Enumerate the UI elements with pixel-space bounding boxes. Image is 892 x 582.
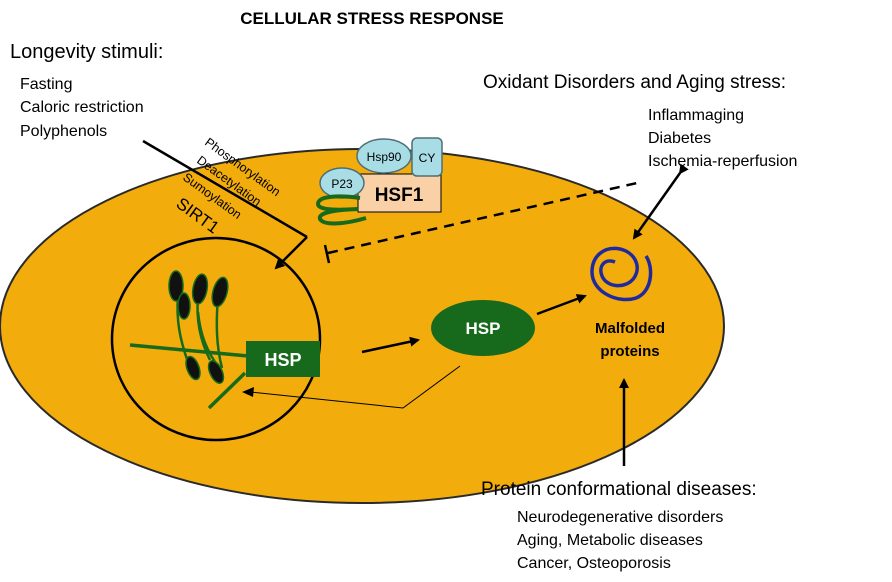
diseases-item: Neurodegenerative disorders	[517, 509, 723, 526]
hsf1-complex: HSF1 CY Hsp90 P23	[315, 137, 443, 226]
feedback-line	[249, 365, 461, 409]
hsf1-box	[357, 173, 442, 213]
chromatid	[177, 292, 191, 320]
p23-label: P23	[331, 177, 353, 191]
nucleus	[110, 236, 322, 442]
hsp90-oval	[356, 138, 412, 174]
longevity-arrow-head	[274, 236, 308, 270]
oxidant-item: Diabetes	[648, 130, 711, 147]
hsp90-label: Hsp90	[367, 150, 402, 164]
longevity-heading: Longevity stimuli:	[10, 41, 163, 63]
expression-arrow	[361, 336, 420, 354]
hsp-protein-label: HSP	[466, 319, 501, 338]
oxidant-item: Inflammaging	[648, 107, 744, 124]
chromatid	[168, 270, 184, 302]
oxidant-malfolded-arrow	[632, 163, 689, 240]
inhibition-bar	[323, 244, 331, 264]
cy-box	[411, 137, 443, 177]
chromatid	[185, 355, 201, 381]
diagram-title: CELLULAR STRESS RESPONSE	[240, 9, 504, 28]
inhibition-dashed-line	[327, 181, 638, 255]
hsp-protein-oval	[431, 300, 535, 356]
longevity-item: Caloric restriction	[20, 99, 144, 116]
longevity-item: Polyphenols	[20, 123, 107, 140]
malfolded-label-line1: Malfolded	[595, 320, 665, 337]
gene-inhibition-bar	[207, 371, 247, 410]
diseases-heading: Protein conformational diseases:	[481, 479, 757, 500]
cy-label: CY	[419, 151, 436, 165]
hsf1-label: HSF1	[375, 185, 424, 206]
longevity-arrow	[142, 139, 308, 239]
diseases-item: Cancer, Osteoporosis	[517, 555, 671, 572]
hsp-gene-box	[246, 341, 320, 377]
oxidant-heading: Oxidant Disorders and Aging stress:	[483, 72, 786, 93]
hsf1-green-coil	[315, 194, 367, 226]
diseases-item: Aging, Metabolic diseases	[517, 532, 703, 549]
malfolded-label-line2: proteins	[600, 343, 659, 360]
chromosome-group: HSP	[129, 270, 320, 410]
feedback-arrowhead	[242, 387, 254, 397]
malfolded-protein-swirl	[590, 246, 653, 302]
hsp-malfolded-arrow	[536, 294, 587, 316]
chromatid	[191, 273, 209, 305]
oxidant-item: Ischemia-reperfusion	[648, 153, 797, 170]
chromatid	[207, 360, 225, 384]
longevity-item: Fasting	[20, 76, 72, 93]
chromatid	[211, 276, 229, 308]
dna-strand	[129, 343, 249, 358]
hsp-gene-label: HSP	[264, 350, 301, 370]
